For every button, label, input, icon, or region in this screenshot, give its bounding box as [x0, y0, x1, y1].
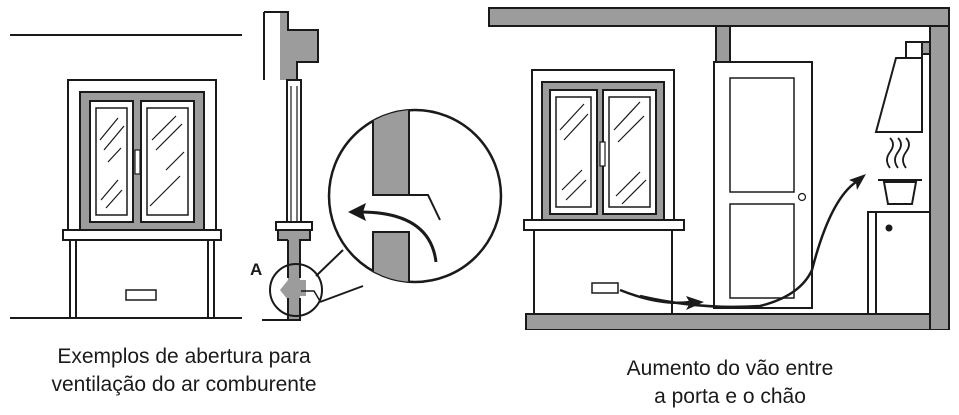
caption-left-line-2: ventilação do ar comburente: [51, 373, 317, 396]
detail-label-a: A: [250, 260, 262, 279]
airflow-arrowhead-floor: [686, 296, 704, 310]
caption-right-line-2: a porta e o chão: [654, 385, 806, 408]
kitchen-hood: [874, 41, 931, 133]
right-window: [523, 69, 685, 314]
wall-section: [262, 11, 323, 321]
ventilation-diagram: A: [10, 7, 950, 330]
cooking-pot: [878, 179, 922, 205]
caption-right: Aumento do vão entre a porta e o chão: [520, 355, 940, 411]
left-window-elevation: [10, 34, 242, 319]
caption-left: Exemplos de abertura para ventilação do …: [0, 343, 368, 399]
stove: [867, 211, 931, 315]
magnified-detail: [327, 108, 503, 284]
room-walls: [488, 7, 950, 330]
door: [713, 61, 813, 309]
airflow-arrowhead-stove: [849, 174, 866, 190]
steam-lines: [886, 137, 910, 169]
magnifier-connectors: [315, 249, 364, 303]
caption-right-line-1: Aumento do vão entre: [626, 357, 834, 380]
caption-left-line-1: Exemplos de abertura para: [57, 345, 311, 368]
